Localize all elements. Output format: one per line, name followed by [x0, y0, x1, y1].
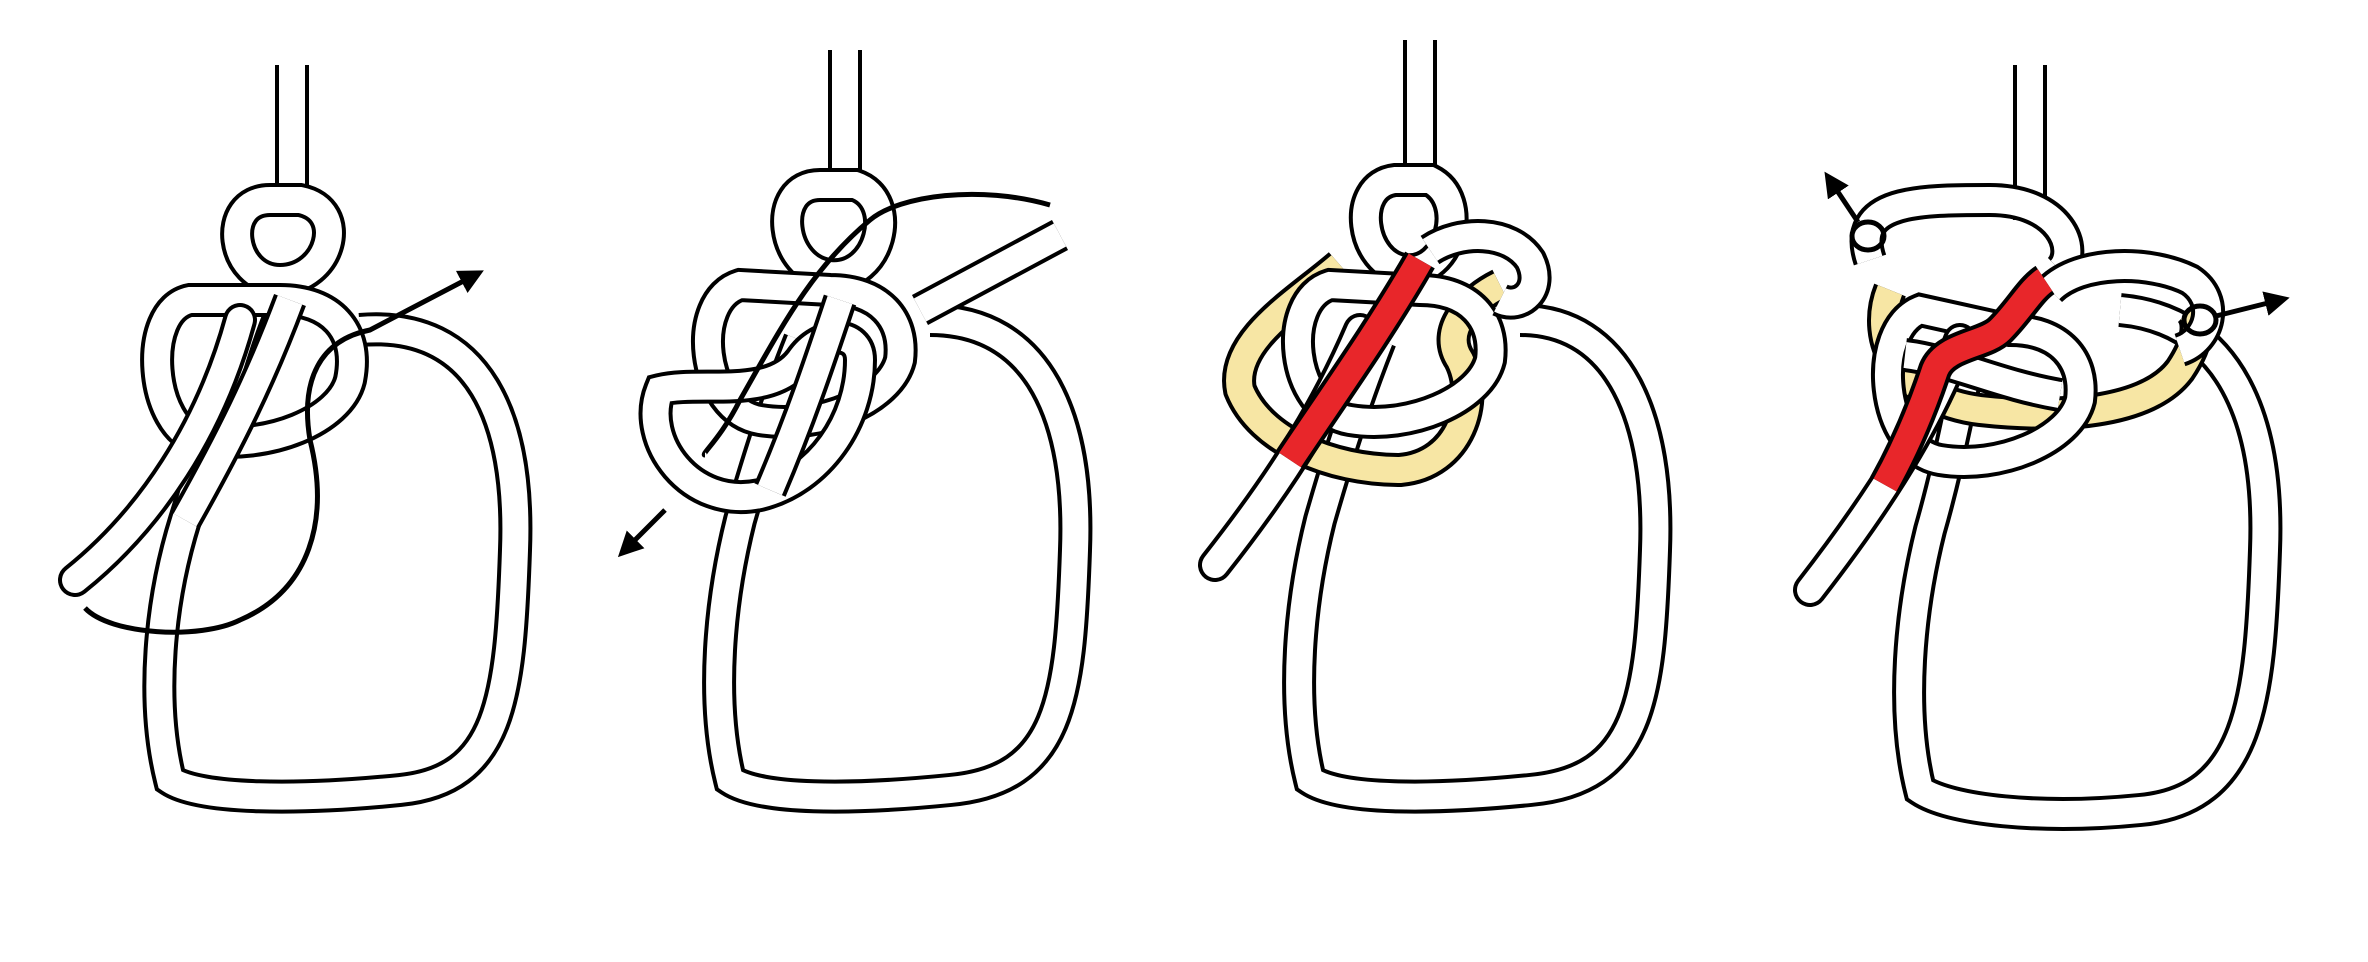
- step-3-panel: [1198, 40, 1673, 814]
- collar: [1281, 267, 1508, 439]
- rope: [638, 50, 1093, 814]
- arrow-icon: [617, 508, 667, 558]
- rope: [1793, 65, 2283, 831]
- rope: [58, 65, 533, 814]
- step-2-panel: [617, 50, 1093, 814]
- main-loop: [702, 303, 1093, 814]
- guide-line: [701, 191, 1051, 458]
- left-pull-marker: [1824, 171, 1887, 253]
- highlighted-red-strand: [1870, 265, 2056, 494]
- main-loop: [1282, 303, 1673, 814]
- step-1-panel: [58, 65, 533, 814]
- rope: [1198, 40, 1673, 814]
- guide-line: [83, 270, 484, 635]
- top-turn: [1849, 182, 2085, 282]
- main-loop: [1892, 293, 2283, 831]
- working-end: [58, 294, 306, 597]
- top-turn: [220, 183, 346, 298]
- working-end: [638, 220, 1069, 514]
- arrow-icon: [1824, 171, 1861, 224]
- ring-marker-icon: [2181, 303, 2219, 337]
- arrow-icon: [2215, 291, 2290, 319]
- right-pull-marker: [2181, 291, 2290, 337]
- step-4-panel: [1793, 65, 2290, 831]
- ring-marker-icon: [1849, 219, 1887, 253]
- collar: [140, 283, 369, 459]
- collar: [1871, 292, 2098, 479]
- highlighted-yellow-strand: [1222, 252, 1509, 488]
- top-turn: [770, 168, 897, 293]
- highlighted-red-strand: [1275, 251, 1435, 470]
